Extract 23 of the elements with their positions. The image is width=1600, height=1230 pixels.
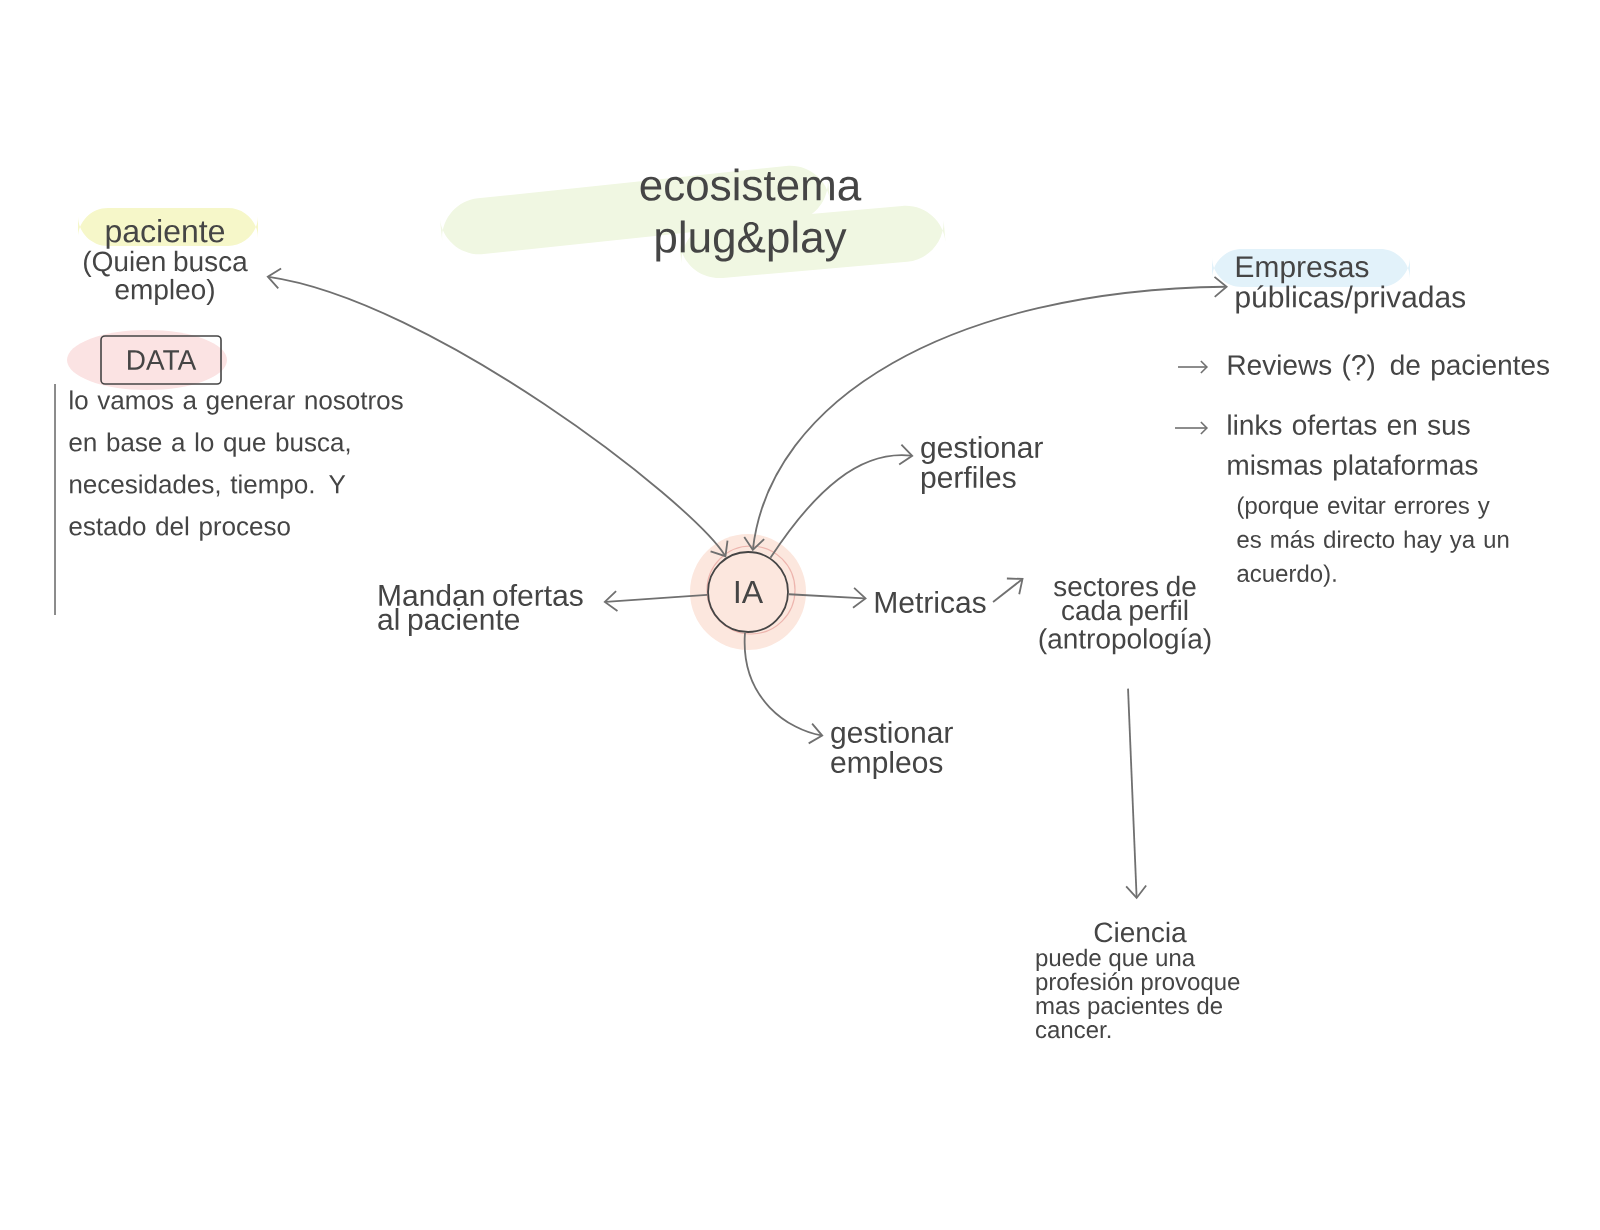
note-text: (porque evitar errores y es más directo hay ya un acuerdo).: [1237, 496, 1509, 587]
arrow: [1125, 687, 1148, 900]
text-label: gestionar perfiles: [921, 436, 1043, 494]
bullet-text: Reviews (?) de pacientes: [1228, 354, 1549, 381]
text-label: Mandan ofertas al paciente: [378, 584, 583, 636]
tag-box: DATA: [67, 330, 227, 390]
highlighted-label: Empresas públicas/privadas: [1212, 249, 1466, 314]
circle-node: IA: [690, 534, 806, 650]
arrow: [743, 631, 824, 745]
arrow: [787, 586, 867, 609]
text-label: Ciencia puede que una profesión provoque mas pacientes de cancer.: [1036, 921, 1240, 1039]
arrow: [992, 577, 1024, 603]
arrow: [769, 443, 914, 559]
text-label: sectores de cada perfil (antropología): [1039, 575, 1211, 655]
text-label: gestionar empleos: [831, 721, 953, 779]
title: ecosistema plug&play: [640, 168, 862, 262]
arrow: [743, 275, 1228, 552]
bullet-text: links ofertas en sus mismas plataformas: [1228, 414, 1478, 481]
arrow: [603, 590, 709, 612]
arrow: [266, 267, 729, 558]
highlighted-label: paciente (Quien busca empleo): [78, 208, 258, 305]
note-text: lo vamos a generar nosotros en base a lo que busca, necesidades, tiempo. Y estado del proceso: [69, 390, 403, 541]
text-label: Metricas: [875, 591, 986, 613]
